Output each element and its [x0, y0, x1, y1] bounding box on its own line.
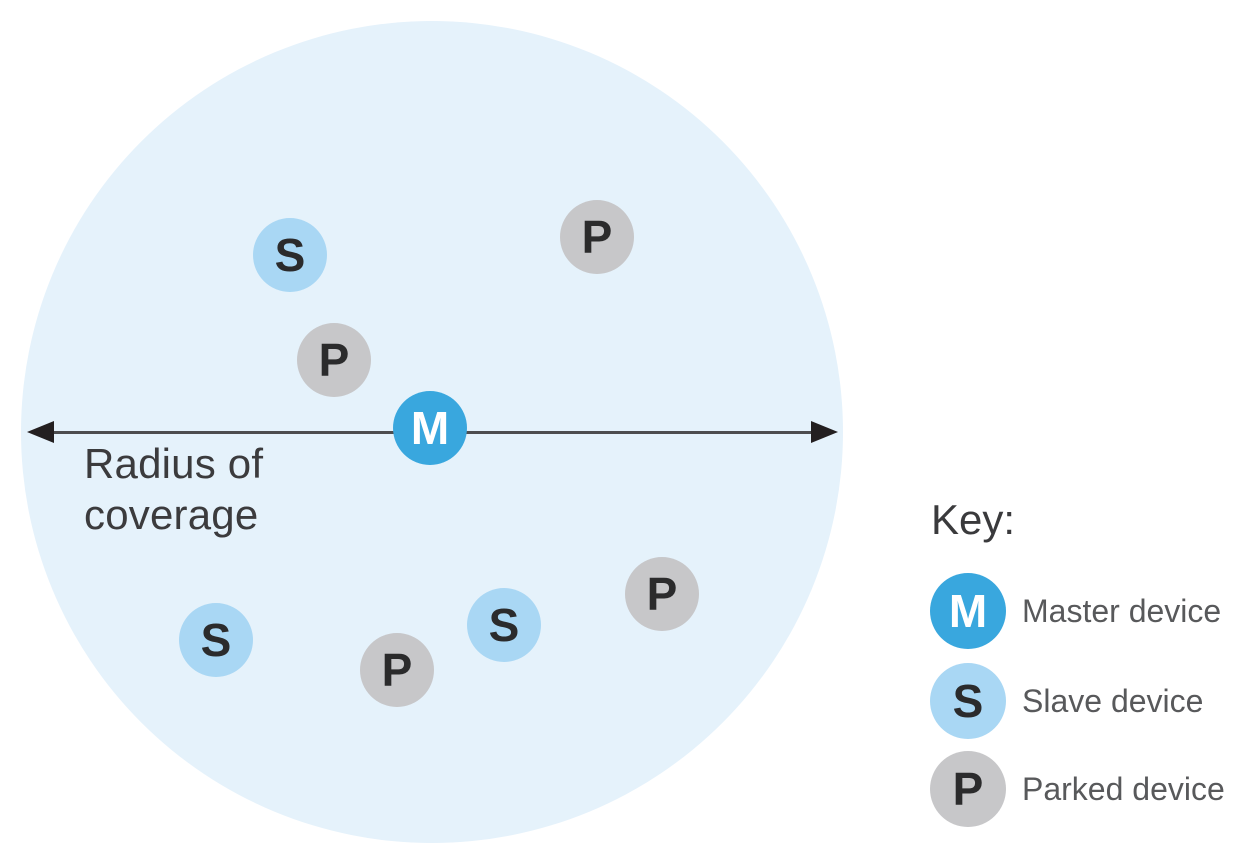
- radius-of-coverage-label: Radius of coverage: [84, 438, 263, 540]
- node-slave-bottom-center: S: [467, 588, 541, 662]
- radius-arrow-left-head-icon: [27, 421, 54, 443]
- key-row-master: M Master device: [930, 573, 1221, 649]
- node-slave-bottom-left: S: [179, 603, 253, 677]
- node-parked-bottom-middle: P: [360, 633, 434, 707]
- device-letter: P: [646, 568, 678, 620]
- key-row-slave: S Slave device: [930, 663, 1203, 739]
- radius-arrow-right-head-icon: [811, 421, 838, 443]
- key-label-slave: Slave device: [1022, 682, 1204, 719]
- device-letter: S: [200, 614, 232, 666]
- node-slave-top-left: S: [253, 218, 327, 292]
- swatch-letter: P: [952, 763, 984, 815]
- radius-label-line1: Radius of: [84, 440, 264, 487]
- node-master-center: M: [393, 391, 467, 465]
- swatch-letter: M: [948, 585, 988, 637]
- swatch-letter: S: [952, 675, 984, 727]
- device-letter: P: [318, 334, 350, 386]
- key-label-master: Master device: [1022, 592, 1222, 629]
- parked-device-swatch: P: [930, 751, 1006, 827]
- node-parked-top-right: P: [560, 200, 634, 274]
- device-letter: S: [274, 229, 306, 281]
- key-title: Key:: [931, 496, 1016, 543]
- slave-device-swatch: S: [930, 663, 1006, 739]
- device-letter: S: [488, 599, 520, 651]
- node-parked-upper-middle: P: [297, 323, 371, 397]
- master-device-swatch: M: [930, 573, 1006, 649]
- node-parked-middle-right: P: [625, 557, 699, 631]
- key-row-parked: P Parked device: [930, 751, 1225, 827]
- device-letter: P: [581, 211, 613, 263]
- radius-label-line2: coverage: [84, 491, 259, 538]
- device-letter: P: [381, 644, 413, 696]
- key-label-parked: Parked device: [1022, 770, 1225, 807]
- device-letter: M: [410, 402, 450, 454]
